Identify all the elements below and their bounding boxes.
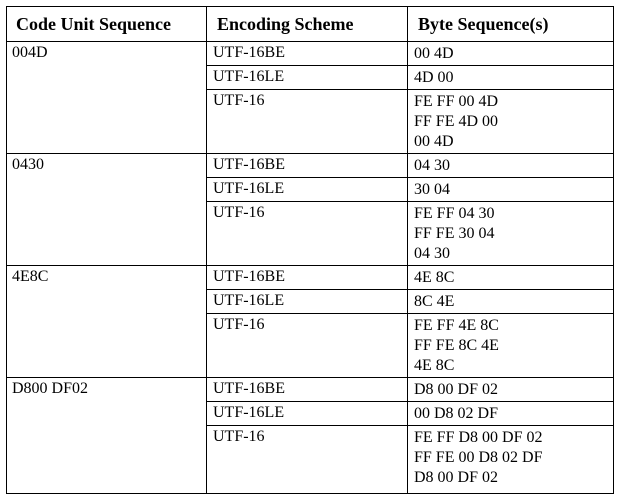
encoding-scheme-cell: UTF-16LE bbox=[213, 180, 285, 197]
table-header: Code Unit Sequence Encoding Scheme Byte … bbox=[7, 7, 613, 42]
group-separator bbox=[7, 153, 613, 154]
byte-sequence-cell: FF FE 8C 4E bbox=[414, 337, 499, 354]
byte-sequence-cell: 30 04 bbox=[414, 181, 450, 198]
row-separator bbox=[206, 201, 613, 202]
group-separator bbox=[7, 377, 613, 378]
row-separator bbox=[206, 89, 613, 90]
byte-sequence-cell: 04 30 bbox=[414, 157, 450, 174]
byte-sequence-cell: 4D 00 bbox=[414, 69, 454, 86]
byte-sequence-cell: D8 00 DF 02 bbox=[414, 381, 499, 398]
byte-sequence-cell: 00 4D bbox=[414, 45, 454, 62]
encoding-scheme-cell: UTF-16 bbox=[213, 428, 265, 445]
byte-sequence-cell: FF FE 30 04 bbox=[414, 225, 495, 242]
byte-sequence-cell: 00 4D bbox=[414, 133, 454, 150]
byte-sequence-cell: 8C 4E bbox=[414, 293, 455, 310]
column-divider bbox=[407, 7, 408, 493]
group-separator bbox=[7, 265, 613, 266]
row-separator bbox=[206, 289, 613, 290]
byte-sequence-cell: 04 30 bbox=[414, 245, 450, 262]
byte-sequence-cell: FF FE 4D 00 bbox=[414, 113, 499, 130]
encoding-scheme-cell: UTF-16LE bbox=[213, 292, 285, 309]
byte-sequence-cell: 4E 8C bbox=[414, 269, 455, 286]
byte-sequence-cell: FF FE 00 D8 02 DF bbox=[414, 449, 543, 466]
byte-sequence-cell: 00 D8 02 DF bbox=[414, 405, 499, 422]
encoding-scheme-cell: UTF-16 bbox=[213, 92, 265, 109]
row-separator bbox=[206, 65, 613, 66]
encoding-scheme-cell: UTF-16LE bbox=[213, 68, 285, 85]
byte-sequence-cell: FE FF 00 4D bbox=[414, 93, 499, 110]
byte-sequence-cell: D8 00 DF 02 bbox=[414, 469, 499, 486]
encoding-scheme-cell: UTF-16LE bbox=[213, 404, 285, 421]
encoding-scheme-cell: UTF-16BE bbox=[213, 156, 285, 173]
byte-sequence-cell: FE FF 4E 8C bbox=[414, 317, 499, 334]
encoding-scheme-cell: UTF-16BE bbox=[213, 44, 285, 61]
code-unit-sequence-cell: D800 DF02 bbox=[12, 380, 89, 397]
header-byte-sequences: Byte Sequence(s) bbox=[418, 14, 549, 34]
header-encoding-scheme: Encoding Scheme bbox=[217, 14, 354, 34]
code-unit-sequence-cell: 0430 bbox=[12, 156, 44, 173]
encoding-scheme-cell: UTF-16 bbox=[213, 204, 265, 221]
encoding-scheme-cell: UTF-16BE bbox=[213, 268, 285, 285]
code-unit-sequence-cell: 004D bbox=[12, 44, 48, 61]
byte-sequence-cell: FE FF 04 30 bbox=[414, 205, 495, 222]
encoding-scheme-cell: UTF-16 bbox=[213, 316, 265, 333]
code-unit-sequence-cell: 4E8C bbox=[12, 268, 49, 285]
header-code-unit-sequence: Code Unit Sequence bbox=[16, 14, 172, 34]
byte-sequence-cell: 4E 8C bbox=[414, 357, 455, 374]
column-divider bbox=[206, 7, 207, 493]
row-separator bbox=[206, 425, 613, 426]
encoding-table: Code Unit Sequence Encoding Scheme Byte … bbox=[6, 6, 614, 494]
row-separator bbox=[206, 401, 613, 402]
encoding-scheme-cell: UTF-16BE bbox=[213, 380, 285, 397]
row-separator bbox=[206, 177, 613, 178]
byte-sequence-cell: FE FF D8 00 DF 02 bbox=[414, 429, 543, 446]
row-separator bbox=[206, 313, 613, 314]
